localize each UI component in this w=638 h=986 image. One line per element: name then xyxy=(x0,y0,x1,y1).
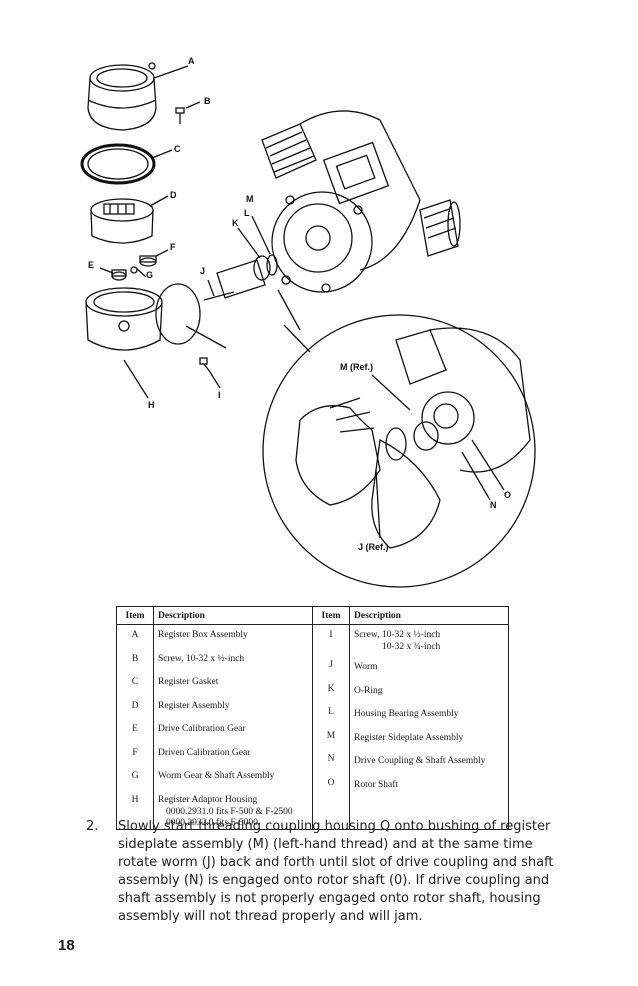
callout-o: O xyxy=(504,490,511,500)
table-cell: H xyxy=(131,794,139,805)
table-cell: Register Box Assembly xyxy=(158,630,248,640)
table-cell: Drive Calibration Gear xyxy=(158,724,246,734)
callout-h: H xyxy=(148,400,155,410)
callout-n: N xyxy=(490,500,497,510)
table-cell: O xyxy=(327,777,335,788)
callout-j-ref: J (Ref.) xyxy=(358,542,389,552)
meter-body-drawing xyxy=(261,110,461,293)
callout-j: J xyxy=(200,266,205,276)
table-cell: K xyxy=(327,683,335,694)
table-cell: Screw, 10-32 x ½-inch xyxy=(158,653,245,664)
callout-k: K xyxy=(232,218,239,228)
register-box-assembly-drawing xyxy=(87,62,189,131)
callout-l: L xyxy=(244,208,250,218)
table-cell-sub: 0000.2931.0 fits F-500 & F-2500 xyxy=(166,806,293,817)
right-item-column: I J K L M N O xyxy=(312,624,350,829)
table-cell: Drive Coupling & Shaft Assembly xyxy=(354,756,486,766)
callout-c: C xyxy=(174,144,181,154)
exploded-view-diagram: A B C D E F G H I J K L M M (Ref.) N O J… xyxy=(80,56,536,588)
worm-and-bearing-drawing xyxy=(203,215,278,301)
table-cell: D xyxy=(131,700,139,711)
table-cell: C xyxy=(131,677,139,687)
table-body-row: A B C D E F G H Register Box Assembly Sc… xyxy=(116,624,509,830)
header-item-right: Item xyxy=(312,606,350,625)
screw-b-drawing xyxy=(175,101,201,124)
page-number: 18 xyxy=(58,937,75,954)
table-cell: J xyxy=(329,660,333,670)
table-cell: Screw, 10-32 x ½-inch xyxy=(354,630,441,640)
right-description-column: Screw, 10-32 x ½-inch 10-32 x ¾-inch Wor… xyxy=(350,625,509,830)
table-cell: E xyxy=(132,724,138,734)
left-item-column: A B C D E F G H xyxy=(116,624,154,829)
callout-f: F xyxy=(170,242,176,252)
callout-a: A xyxy=(188,56,195,66)
detail-view-drawing xyxy=(262,289,536,588)
table-cell: O-Ring xyxy=(354,685,383,696)
table-cell: Register Assembly xyxy=(158,700,230,711)
table-cell-sub: 0000.2932.0 fits F-5000 xyxy=(166,817,258,828)
calibration-gears-drawing xyxy=(99,249,169,281)
table-cell: I xyxy=(329,630,333,640)
table-cell: N xyxy=(327,754,335,764)
table-cell: Register Gasket xyxy=(158,677,219,687)
table-header-row: Item Description Item Description xyxy=(116,606,509,625)
step-number: 2. xyxy=(86,819,99,834)
table-cell: L xyxy=(328,707,334,717)
table-cell: G xyxy=(131,771,139,781)
table-cell: A xyxy=(131,630,139,640)
callout-i: I xyxy=(218,390,221,400)
callout-g: G xyxy=(146,270,153,280)
header-description-right: Description xyxy=(349,606,509,625)
instruction-step: 2. Slowly start threading coupling housi… xyxy=(86,818,566,926)
table-cell: Driven Calibration Gear xyxy=(158,747,251,758)
table-cell: B xyxy=(131,653,139,664)
table-cell: M xyxy=(326,730,336,741)
table-cell: F xyxy=(132,747,138,758)
table-cell: Register Adaptor Housing xyxy=(158,794,258,805)
callout-m-ref: M (Ref.) xyxy=(340,362,373,372)
callout-m: M xyxy=(246,194,254,204)
screw-i-drawing xyxy=(185,325,227,389)
callout-e: E xyxy=(88,260,94,270)
table-cell: Register Sideplate Assembly xyxy=(354,732,464,743)
parts-table: Item Description Item Description A B C … xyxy=(116,606,509,830)
register-adaptor-housing-drawing xyxy=(85,283,201,399)
register-gasket-drawing xyxy=(80,143,173,185)
register-assembly-drawing xyxy=(90,195,169,244)
step-text: Slowly start threading coupling housing … xyxy=(118,819,554,924)
table-cell: Rotor Shaft xyxy=(354,779,399,790)
table-cell-sub: 10-32 x ¾-inch xyxy=(382,642,441,652)
callout-d: D xyxy=(170,190,177,200)
left-description-column: Register Box Assembly Screw, 10-32 x ½-i… xyxy=(153,624,313,829)
table-cell: Worm Gear & Shaft Assembly xyxy=(158,771,275,781)
table-cell: Worm xyxy=(354,662,378,672)
header-item-left: Item xyxy=(116,606,154,625)
callout-b: B xyxy=(204,96,211,106)
table-cell: Housing Bearing Assembly xyxy=(354,709,459,719)
header-description-left: Description xyxy=(153,606,313,625)
